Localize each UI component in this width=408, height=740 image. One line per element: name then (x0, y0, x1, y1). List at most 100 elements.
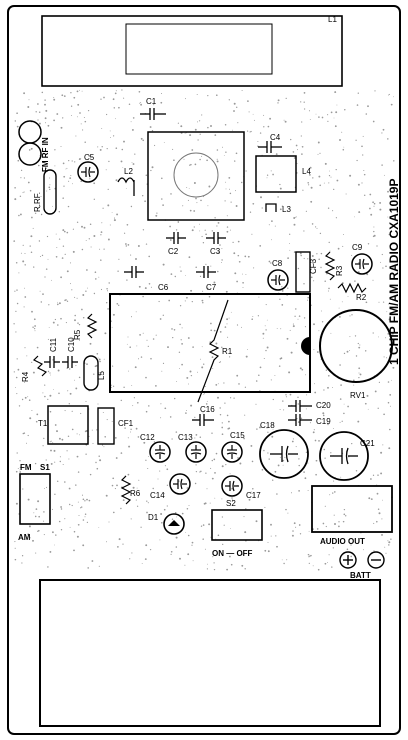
label-am: AM (18, 533, 31, 542)
c12-capacitor (149, 441, 171, 463)
c9-capacitor (351, 253, 373, 275)
r2-resistor (337, 282, 367, 294)
label-c5: C5 (84, 153, 95, 162)
label-r4: R4 (21, 371, 30, 382)
label-r3: R3 (335, 265, 344, 276)
label-r2: R2 (356, 293, 367, 302)
c21-capacitor (319, 431, 369, 481)
l2-coil (117, 177, 135, 184)
l4-coil (255, 155, 297, 193)
rv1-volume (319, 309, 393, 383)
r1-resistor (197, 299, 229, 403)
label-cf3: CF3 (309, 258, 318, 274)
label-rv1: RV1 (350, 391, 366, 400)
c14-capacitor (169, 473, 191, 495)
label-c14: C14 (150, 491, 165, 500)
d1-led (163, 513, 185, 535)
label-cf1: CF1 (118, 419, 134, 428)
l1-coil-core (125, 23, 273, 75)
battery-minus-terminal (367, 551, 385, 569)
c4-capacitor (258, 141, 282, 153)
cf1-filter (97, 407, 115, 445)
label-c9: C9 (352, 243, 363, 252)
l1-coil-block (41, 15, 343, 87)
label-c2: C2 (168, 247, 179, 256)
r3-resistor (324, 251, 336, 281)
label-on-off: ON — OFF (212, 549, 253, 558)
label-c20: C20 (316, 401, 331, 410)
label-batt: BATT (350, 571, 371, 580)
c10-capacitor (62, 356, 78, 368)
s2-power-switch[interactable] (211, 509, 263, 541)
label-s1: S1 (40, 463, 50, 472)
label-c7: C7 (206, 283, 217, 292)
t1-transformer (47, 405, 89, 445)
label-c19: C19 (316, 417, 331, 426)
board-outline (7, 5, 401, 735)
label-s2: S2 (226, 499, 236, 508)
c18-capacitor (259, 429, 309, 479)
c11-capacitor (44, 356, 60, 368)
r6-resistor (120, 475, 132, 505)
label-c3: C3 (210, 247, 221, 256)
c1-capacitor (140, 108, 166, 120)
battery-plus-terminal (339, 551, 357, 569)
label-r-rf: R.RF. (33, 192, 42, 212)
cf3-filter (295, 251, 311, 293)
label-r5: R5 (73, 329, 82, 340)
label-d1: D1 (148, 513, 159, 522)
battery-compartment (39, 579, 381, 727)
label-c21: C21 (360, 439, 375, 448)
label-c17: C17 (246, 491, 261, 500)
board-title: 1 CHIP FM/AM RADIO CXA1019P (387, 179, 401, 366)
label-audio-out: AUDIO OUT (320, 537, 365, 546)
label-l3: L3 (282, 205, 291, 214)
c20-capacitor (288, 400, 312, 412)
label-r1: R1 (222, 347, 233, 356)
oscillator-coil-core (173, 152, 219, 198)
label-c8: C8 (272, 259, 283, 268)
c6-capacitor (124, 266, 144, 278)
stipple-texture (13, 89, 395, 571)
label-c16: C16 (200, 405, 215, 414)
label-c15: C15 (230, 431, 245, 440)
l5-coil (83, 355, 99, 391)
label-t1: T1 (38, 419, 48, 428)
s1-band-switch[interactable] (19, 473, 51, 525)
label-r6: R6 (130, 489, 141, 498)
c15-capacitor (221, 441, 243, 463)
label-c10: C10 (67, 337, 76, 352)
r-rf-resistor (43, 169, 57, 215)
label-c12: C12 (140, 433, 155, 442)
c8-symbol (271, 274, 285, 286)
label-c6: C6 (158, 283, 169, 292)
label-fm: FM (20, 463, 32, 472)
c9-symbol (355, 258, 369, 270)
c7-capacitor (196, 266, 216, 278)
label-l4: L4 (302, 167, 311, 176)
audio-out-jack[interactable] (311, 485, 393, 533)
c5-capacitor (77, 161, 99, 183)
label-l1: L1 (328, 15, 337, 24)
r4-resistor (32, 355, 48, 377)
l3-coil (265, 203, 277, 212)
c5-symbol (81, 166, 95, 178)
label-l5: L5 (97, 371, 106, 380)
c16-capacitor (192, 414, 214, 426)
c2-capacitor (166, 232, 186, 244)
label-c18: C18 (260, 421, 275, 430)
label-c4: C4 (270, 133, 281, 142)
c17-capacitor (221, 475, 243, 497)
ic-notch (301, 337, 310, 355)
c19-capacitor (288, 414, 312, 426)
fm-rf-in-pad-2 (18, 142, 42, 166)
label-c13: C13 (178, 433, 193, 442)
c3-capacitor (206, 232, 226, 244)
label-fm-rf-in: FM RF IN (41, 137, 50, 172)
label-c1: C1 (146, 97, 157, 106)
d1-symbol (168, 520, 180, 526)
label-l2: L2 (124, 167, 133, 176)
oscillator-coil-block (147, 131, 245, 221)
c13-capacitor (185, 441, 207, 463)
